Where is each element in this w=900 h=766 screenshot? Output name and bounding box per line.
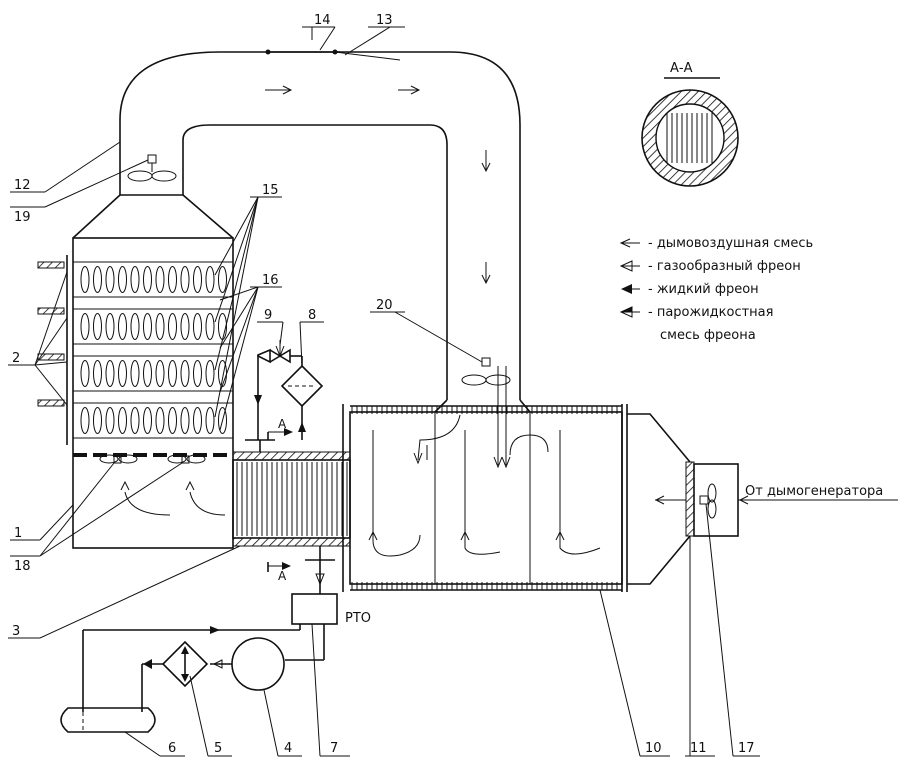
- label-19: 19: [14, 210, 31, 225]
- label-10: 10: [645, 741, 662, 756]
- coil-loop: [143, 360, 152, 387]
- legend: - дымовоздушная смесь - газообразный фре…: [619, 236, 813, 343]
- label-14: 14: [314, 13, 331, 28]
- coil-loop: [130, 360, 140, 387]
- coil-loop: [180, 266, 190, 293]
- coil-loop: [80, 313, 90, 340]
- coil-loop: [168, 407, 177, 434]
- condenser-5: [141, 640, 209, 712]
- legend-item-4: - парожидкостная: [648, 305, 773, 320]
- label-16: 16: [262, 273, 279, 288]
- rto-7: [82, 560, 338, 712]
- coil-loop: [168, 266, 177, 293]
- coil-loop: [118, 407, 127, 434]
- coil-loop: [180, 407, 190, 434]
- coil-loop: [205, 407, 215, 434]
- column-body: [37, 170, 234, 549]
- fan-19-icon: [127, 154, 177, 182]
- valve-9-and-filter-8: [254, 340, 324, 440]
- label-13: 13: [376, 13, 393, 28]
- headers-2: [37, 255, 68, 445]
- leader-lines: [8, 26, 760, 757]
- label-4: 4: [284, 741, 292, 756]
- smoke-generator-label: От дымогенератора: [745, 484, 883, 499]
- coil-loop: [80, 407, 90, 434]
- coil-loop: [130, 313, 140, 340]
- coil-loop: [205, 313, 215, 340]
- label-12: 12: [14, 178, 31, 193]
- coil-loop: [143, 313, 152, 340]
- label-9: 9: [264, 308, 272, 323]
- smoke-chamber-10: [342, 357, 628, 592]
- label-7: 7: [330, 741, 338, 756]
- coil-loop: [168, 313, 177, 340]
- coil-loop: [218, 266, 227, 293]
- heat-exchanger-3: [232, 428, 351, 572]
- coil-loop: [93, 266, 102, 293]
- coil-loop: [193, 266, 202, 293]
- label-11: 11: [690, 741, 707, 756]
- label-6: 6: [168, 741, 176, 756]
- coil-loop: [143, 407, 152, 434]
- legend-item-1: - дымовоздушная смесь: [648, 236, 813, 251]
- label-5: 5: [214, 741, 222, 756]
- coil-rows: [72, 261, 234, 439]
- coil-loop: [118, 360, 127, 387]
- section-aa: [641, 77, 739, 187]
- coil-loop: [155, 266, 165, 293]
- coil-loop: [155, 313, 165, 340]
- fan-18-icon: [99, 454, 206, 464]
- label-20: 20: [376, 298, 393, 313]
- duct-flow-arrows: [265, 85, 491, 285]
- coil-loop: [205, 360, 215, 387]
- coil-loop: [155, 360, 165, 387]
- coil-loop: [105, 266, 115, 293]
- coil-loop: [93, 313, 102, 340]
- coil-loop: [193, 360, 202, 387]
- coil-loop: [105, 313, 115, 340]
- coil-loop: [80, 266, 90, 293]
- coil-loop: [193, 407, 202, 434]
- label-1: 1: [14, 526, 22, 541]
- label-15: 15: [262, 183, 279, 198]
- inlet-transition: [627, 413, 898, 585]
- coil-loop: [80, 360, 90, 387]
- section-mark-bottom: А: [278, 569, 287, 583]
- coil-loop: [218, 407, 227, 434]
- rto-label: РТО: [345, 611, 371, 626]
- coil-loop: [118, 266, 127, 293]
- section-mark-top: А: [278, 417, 287, 431]
- coil-loop: [143, 266, 152, 293]
- coil-loop: [130, 407, 140, 434]
- section-title: А-А: [670, 61, 693, 76]
- legend-item-3: - жидкий фреон: [648, 282, 759, 297]
- coil-loop: [205, 266, 215, 293]
- coil-loop: [193, 313, 202, 340]
- coil-loop: [180, 313, 190, 340]
- coil-loop: [118, 313, 127, 340]
- number-labels: 14 13 12 19 15 16 9 8 2 1 18 3 20 6 5 4 …: [12, 13, 755, 756]
- legend-item-2: - газообразный фреон: [648, 259, 801, 274]
- coil-loop: [168, 360, 177, 387]
- label-2: 2: [12, 351, 20, 366]
- coil-loop: [105, 360, 115, 387]
- label-3: 3: [12, 624, 20, 639]
- coil-loop: [130, 266, 140, 293]
- label-17: 17: [738, 741, 755, 756]
- receiver-6: [60, 707, 156, 733]
- label-8: 8: [308, 308, 316, 323]
- duct: [119, 49, 521, 400]
- legend-item-5: смесь фреона: [660, 328, 756, 343]
- label-18: 18: [14, 559, 31, 574]
- compressor-4: [210, 637, 285, 691]
- coil-loop: [180, 360, 190, 387]
- coil-loop: [93, 360, 102, 387]
- coil-loop: [93, 407, 102, 434]
- coil-loop: [155, 407, 165, 434]
- coil-loops: [80, 266, 227, 434]
- coil-loop: [105, 407, 115, 434]
